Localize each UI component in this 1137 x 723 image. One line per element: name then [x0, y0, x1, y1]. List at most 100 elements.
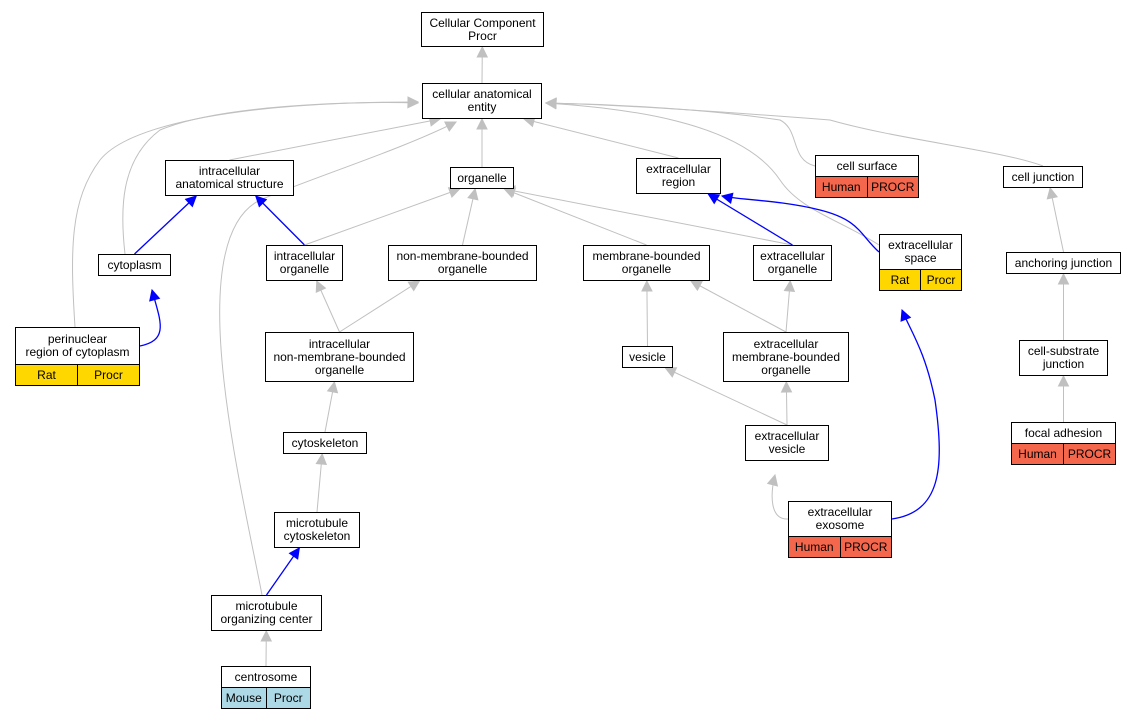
- arrowhead-icon: [900, 308, 912, 322]
- edge-ico-to-organelle: [304, 188, 460, 246]
- gene-tag: Procr: [77, 365, 139, 385]
- arrowhead-icon: [1057, 374, 1070, 387]
- node-label: microtubule organizing center: [220, 599, 313, 626]
- arrowhead-icon: [766, 473, 779, 487]
- arrowhead-icon: [407, 96, 420, 109]
- node-inmbo[interactable]: intracellular non-membrane-bounded organ…: [265, 332, 414, 382]
- node-label: Cellular Component Procr: [429, 15, 536, 43]
- node-label: intracellular non-membrane-bounded organ…: [273, 336, 406, 377]
- node-mtc[interactable]: microtubule cytoskeleton: [274, 512, 360, 548]
- node-label: organelle: [457, 170, 507, 185]
- node-mbo[interactable]: membrane-bounded organelle: [583, 245, 710, 281]
- arrowhead-icon: [407, 280, 421, 292]
- edge-exr-to-cae: [523, 118, 679, 159]
- edge-mbo-to-organelle: [504, 188, 647, 246]
- node-mtoc[interactable]: microtubule organizing center: [211, 595, 322, 631]
- node-label: cytoskeleton: [291, 435, 359, 450]
- node-label: extracellular space: [888, 238, 953, 265]
- edge-exv-to-vesicle: [665, 367, 788, 426]
- node-label: cell-substrate junction: [1027, 344, 1100, 371]
- gene-tag: PROCR: [1063, 444, 1115, 464]
- arrowhead-icon: [780, 380, 793, 393]
- arrowhead-icon: [783, 279, 796, 292]
- edge-anchj-to-celljunc: [1049, 187, 1064, 253]
- edge-vesicle-to-mbo: [646, 280, 648, 347]
- arrowhead-icon: [149, 288, 161, 302]
- node-ias[interactable]: intracellular anatomical structure: [165, 160, 294, 196]
- node-label: perinuclear region of cytoplasm: [25, 332, 130, 359]
- arrowhead-icon: [260, 629, 273, 642]
- edge-inmbo-to-nmbo: [339, 280, 420, 333]
- arrowhead-icon: [641, 279, 653, 292]
- node-label: centrosome: [234, 669, 298, 684]
- arrowhead-icon: [254, 195, 268, 208]
- gene-tag: Procr: [265, 688, 310, 708]
- node-label: vesicle: [629, 349, 666, 364]
- gene-tag: PROCR: [866, 177, 918, 197]
- node-label: cytoplasm: [107, 257, 162, 272]
- edge-celljunc-to-cae: [545, 102, 1044, 167]
- edge-exmbo-to-mbo: [690, 280, 787, 333]
- arrowhead-icon: [288, 547, 300, 560]
- arrowhead-icon: [315, 279, 327, 293]
- node-label: extracellular organelle: [760, 249, 825, 276]
- node-exmbo[interactable]: extracellular membrane-bounded organelle: [723, 332, 849, 382]
- node-label: non-membrane-bounded organelle: [396, 249, 529, 276]
- species-tag: Human: [789, 537, 840, 557]
- edge-mtoc-to-cae: [219, 121, 457, 596]
- node-csj[interactable]: cell-substrate junction: [1019, 340, 1108, 376]
- node-root[interactable]: Cellular Component Procr: [421, 12, 544, 47]
- node-ico[interactable]: intracellular organelle: [266, 245, 343, 281]
- node-anchj[interactable]: anchoring junction: [1006, 252, 1121, 274]
- gene-tag: PROCR: [839, 537, 891, 557]
- node-label: intracellular organelle: [273, 249, 336, 276]
- node-celljunc[interactable]: cell junction: [1003, 166, 1083, 188]
- arrowhead-icon: [467, 187, 479, 201]
- species-tag: Mouse: [222, 688, 266, 708]
- arrowhead-icon: [184, 195, 198, 208]
- edge-exo-to-exr: [707, 193, 793, 246]
- node-exo[interactable]: extracellular organelle: [753, 245, 832, 281]
- gene-tag: Procr: [920, 270, 961, 290]
- arrowhead-icon: [326, 380, 339, 394]
- node-label: extracellular vesicle: [754, 429, 820, 456]
- species-tag: Human: [1012, 444, 1063, 464]
- species-tag: Rat: [880, 270, 920, 290]
- arrowhead-icon: [476, 117, 488, 130]
- node-vesicle[interactable]: vesicle: [622, 346, 673, 368]
- node-label: extracellular exosome: [807, 505, 873, 532]
- arrowhead-icon: [447, 187, 461, 199]
- node-exr[interactable]: extracellular region: [636, 158, 721, 194]
- node-label: membrane-bounded organelle: [592, 249, 701, 276]
- arrowhead-icon: [476, 45, 489, 58]
- node-label: cellular anatomical entity: [432, 87, 532, 114]
- node-exv[interactable]: extracellular vesicle: [745, 425, 829, 461]
- arrowhead-icon: [664, 367, 678, 378]
- node-label: cell surface: [836, 158, 898, 173]
- node-organelle[interactable]: organelle: [450, 167, 514, 189]
- edge-perinuc-to-cae: [72, 102, 419, 328]
- edge-exosome-to-exs: [891, 309, 940, 520]
- node-cytosk[interactable]: cytoskeleton: [283, 432, 367, 454]
- edge-cytoplasm-to-ias: [134, 195, 197, 255]
- node-nmbo[interactable]: non-membrane-bounded organelle: [388, 245, 537, 281]
- edge-ias-to-cae: [229, 118, 441, 161]
- species-tag: Rat: [16, 365, 77, 385]
- node-cytoplasm[interactable]: cytoplasm: [98, 254, 171, 276]
- node-label: focal adhesion: [1024, 425, 1103, 440]
- arrowhead-icon: [707, 193, 721, 205]
- node-cae[interactable]: cellular anatomical entity: [422, 83, 542, 119]
